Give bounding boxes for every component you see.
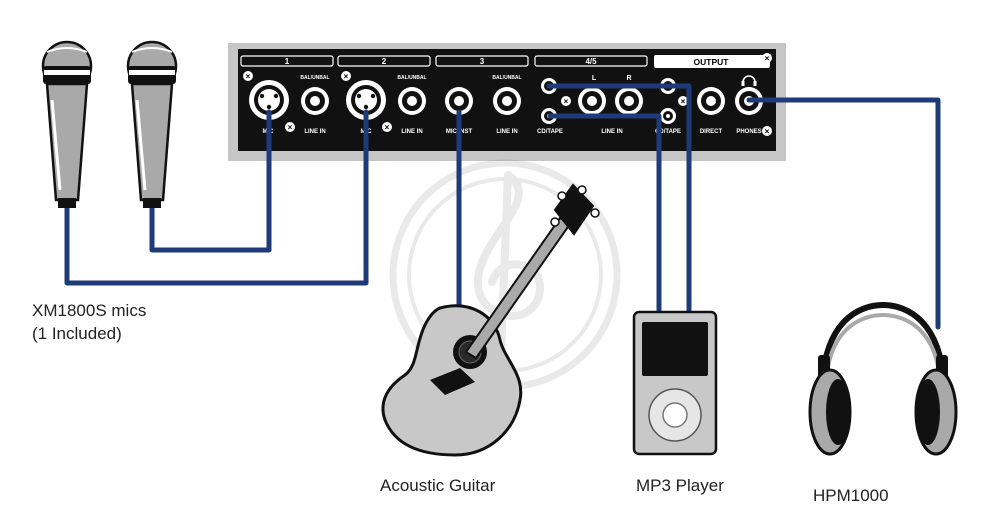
mp3-player-label: MP3 Player bbox=[636, 476, 724, 495]
jack-label-linein-3: LINE IN bbox=[496, 129, 517, 135]
svg-text:×: × bbox=[681, 97, 686, 106]
svg-text:×: × bbox=[765, 54, 770, 63]
channel-2-label: 2 bbox=[382, 57, 387, 66]
close-icon: × bbox=[678, 96, 688, 106]
headphones-label: HPM1000 bbox=[813, 486, 889, 505]
channel-3-label: 3 bbox=[480, 57, 485, 66]
cable-mic1-to-ch2 bbox=[64, 109, 369, 286]
close-icon: × bbox=[561, 96, 571, 106]
cable-phones-to-headphones bbox=[746, 97, 941, 330]
svg-text:×: × bbox=[344, 72, 349, 81]
channel-3-section: 3 BAL/UNBAL MIC/INST LINE IN bbox=[435, 55, 529, 135]
close-icon: × bbox=[382, 122, 392, 132]
output-title: OUTPUT bbox=[694, 57, 730, 67]
headphones bbox=[808, 301, 958, 456]
cables bbox=[64, 83, 941, 330]
close-icon: × bbox=[341, 71, 351, 81]
jack-label-linein-2: LINE IN bbox=[401, 129, 422, 135]
svg-text:×: × bbox=[765, 127, 770, 136]
stereo-label-l: L bbox=[592, 75, 597, 82]
close-icon: × bbox=[762, 53, 772, 63]
svg-text:×: × bbox=[564, 97, 569, 106]
microphone-2 bbox=[126, 40, 178, 208]
cable-mic2-to-ch1 bbox=[149, 109, 272, 253]
headphone-icon bbox=[741, 75, 757, 86]
jack-label-cdtape-out: CD/TAPE bbox=[655, 129, 681, 135]
cable-mp3-to-cd-out bbox=[546, 83, 692, 313]
close-icon: × bbox=[762, 126, 772, 136]
guitar-label: Acoustic Guitar bbox=[380, 476, 496, 495]
cable-mp3-to-cd-in bbox=[547, 113, 662, 313]
trs-label-2: BAL/UNBAL bbox=[397, 75, 426, 81]
close-icon: × bbox=[243, 71, 253, 81]
trs-label-1: BAL/UNBAL bbox=[300, 75, 329, 81]
jack-label-linein-1: LINE IN bbox=[304, 129, 325, 135]
mics-label: XM1800S mics (1 Included) bbox=[32, 301, 147, 343]
jack-label-phones: PHONES bbox=[736, 129, 761, 135]
jack-label-linein-45: LINE IN bbox=[601, 129, 622, 135]
channel-45-label: 4/5 bbox=[585, 57, 597, 66]
acoustic-guitar bbox=[381, 183, 600, 457]
close-icon: × bbox=[285, 122, 295, 132]
jack-label-cdtape-in: CD/TAPE bbox=[537, 129, 563, 135]
trs-label-3: BAL/UNBAL bbox=[492, 75, 521, 81]
svg-text:×: × bbox=[385, 123, 390, 132]
mp3-player bbox=[632, 310, 718, 456]
channel-45-section: 4/5 × L R CD/TAPE LINE IN bbox=[534, 55, 648, 135]
channel-2-section: 2 × × BAL/UNBAL MIC LINE IN bbox=[337, 55, 431, 135]
svg-text:×: × bbox=[288, 123, 293, 132]
jack-label-direct: DIRECT bbox=[700, 129, 723, 135]
svg-text:×: × bbox=[246, 72, 251, 81]
stereo-label-r: R bbox=[626, 75, 631, 82]
mixer-panel: 1 × × BAL/UNBAL MIC LINE IN 2 × × bbox=[228, 43, 786, 161]
microphone-1 bbox=[41, 40, 93, 208]
channel-1-label: 1 bbox=[285, 57, 290, 66]
output-section: OUTPUT × × × CD/TAPE DIRECT PHONES bbox=[654, 53, 772, 136]
